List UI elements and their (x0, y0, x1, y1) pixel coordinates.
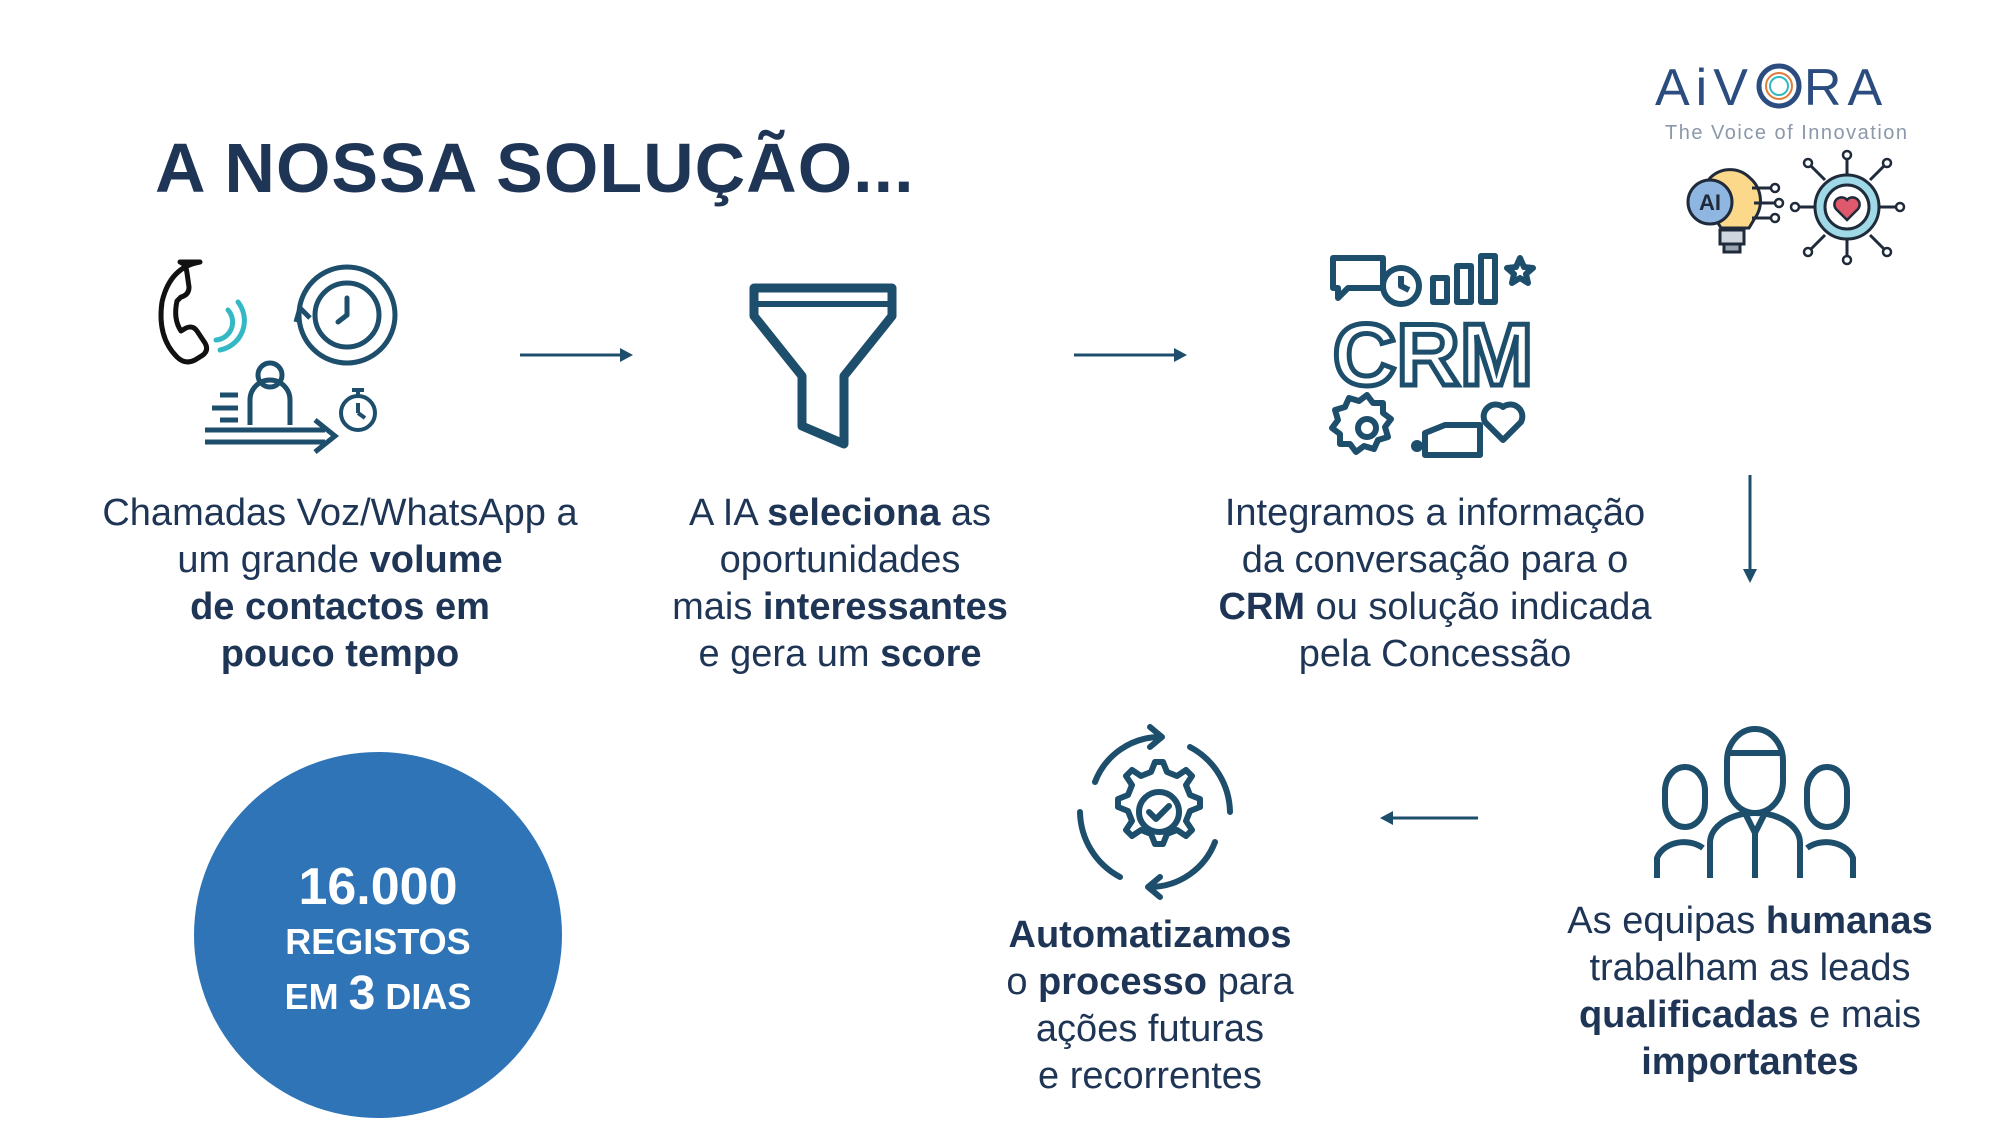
team-people-icon (1654, 726, 1856, 878)
step-text-run: da conversação para o (1241, 539, 1629, 581)
step-text-bold: importantes (1641, 1041, 1859, 1083)
step-text-line: As equipas humanas (1535, 898, 1965, 945)
step-text-run: Chamadas Voz/WhatsApp a (102, 492, 578, 534)
aivora-logo-wordmark: AiV RA (1655, 58, 1888, 118)
stopwatch-icon (339, 388, 377, 432)
phone-icon (158, 259, 247, 365)
step-text-bold: humanas (1765, 900, 1933, 942)
step-text-line: oportunidades (630, 537, 1050, 584)
step-text-line: de contactos em (75, 584, 605, 631)
step-text-bold: qualificadas (1578, 994, 1799, 1036)
step-text-run: ações futuras (1035, 1008, 1265, 1050)
step-text-bold: Automatizamos (1008, 914, 1292, 956)
step-text-line: e recorrentes (960, 1053, 1340, 1100)
step-text-bold: score (880, 633, 982, 675)
stat-days-prefix: EM (284, 975, 349, 1017)
step-text-run: pela Concessão (1298, 633, 1572, 675)
step-text-run: e mais (1798, 994, 1922, 1036)
crm-icon-label: CRM (1333, 305, 1533, 404)
step-text-run: oportunidades (719, 539, 961, 581)
person-moving-icon (205, 360, 340, 454)
heart-chip-icon (1789, 149, 1906, 266)
ai-badge-label: AI (1699, 190, 1721, 215)
step-crm-text: Integramos a informação da conversação pa… (1175, 490, 1695, 678)
step-text-line: e gera um score (630, 631, 1050, 678)
funnel-icon (749, 283, 897, 449)
logo-o-ring-icon (1756, 63, 1802, 109)
arrow-right-1 (520, 348, 633, 362)
ai-lightbulb-icon: AI (1686, 168, 1785, 254)
history-clock-icon (293, 264, 398, 366)
step-text-run: As equipas (1567, 900, 1766, 942)
step-text-line: importantes (1535, 1039, 1965, 1086)
calls-contacts-icon (158, 259, 398, 454)
step-text-run: para (1207, 961, 1294, 1003)
stat-days-label: EM 3 DIAS (285, 967, 472, 1024)
step-text-line: Automatizamos (960, 912, 1340, 959)
step-text-bold: volume (369, 539, 503, 581)
step-text-run: trabalham as leads (1589, 947, 1911, 989)
step-text-line: ações futuras (960, 1006, 1340, 1053)
step-text-line: pouco tempo (75, 631, 605, 678)
step-text-run: e recorrentes (1038, 1055, 1262, 1097)
step-text-run: Integramos a informação (1224, 492, 1646, 534)
step-text-run: mais (672, 586, 763, 628)
arrow-right-2 (1074, 348, 1187, 362)
step-text-bold: CRM (1218, 586, 1306, 628)
step-text-line: mais interessantes (630, 584, 1050, 631)
step-text-run: e gera um (698, 633, 881, 675)
page-title: A NOSSA SOLUÇÃO... (155, 129, 915, 207)
logo-wordmark-right: RA (1803, 59, 1889, 117)
step-text-line: da conversação para o (1175, 537, 1695, 584)
step-text-line: um grande volume (75, 537, 605, 584)
step-text-run: o (1006, 961, 1039, 1003)
step-text-line: CRM ou solução indicada (1175, 584, 1695, 631)
stat-registos-label: REGISTOS (285, 920, 471, 962)
step-text-bold: seleciona (767, 492, 941, 534)
stat-circle: 16.000 REGISTOS EM 3 DIAS (194, 752, 562, 1118)
crm-icon: CRM (1329, 253, 1536, 458)
step-text-line: Chamadas Voz/WhatsApp a (75, 490, 605, 537)
step-text-line: qualificadas e mais (1535, 992, 1965, 1039)
step-text-line: o processo para (960, 959, 1340, 1006)
gear-cycle-icon (1077, 724, 1233, 900)
arrow-left (1380, 811, 1478, 825)
stat-number: 16.000 (298, 857, 458, 916)
step-text-line: pela Concessão (1175, 631, 1695, 678)
step-text-line: trabalham as leads (1535, 945, 1965, 992)
logo-tagline: The Voice of Innovation (1665, 122, 1909, 144)
step-text-run: um grande (177, 539, 370, 581)
step-text-line: A IA seleciona as (630, 490, 1050, 537)
step-text-bold: processo (1038, 961, 1208, 1003)
stat-days-suffix: DIAS (375, 975, 472, 1017)
step-text-bold: de contactos em (190, 586, 490, 628)
step-text-line: Integramos a informação (1175, 490, 1695, 537)
arrow-down (1743, 475, 1757, 583)
step-text-run: as (940, 492, 992, 534)
step-text-run: ou solução indicada (1305, 586, 1652, 628)
step-text-bold: pouco tempo (220, 633, 460, 675)
stat-days-number: 3 (348, 966, 376, 1020)
step-text-bold: interessantes (762, 586, 1008, 628)
step-text-run: A IA (688, 492, 768, 534)
logo-wordmark-left: AiV (1655, 59, 1754, 117)
